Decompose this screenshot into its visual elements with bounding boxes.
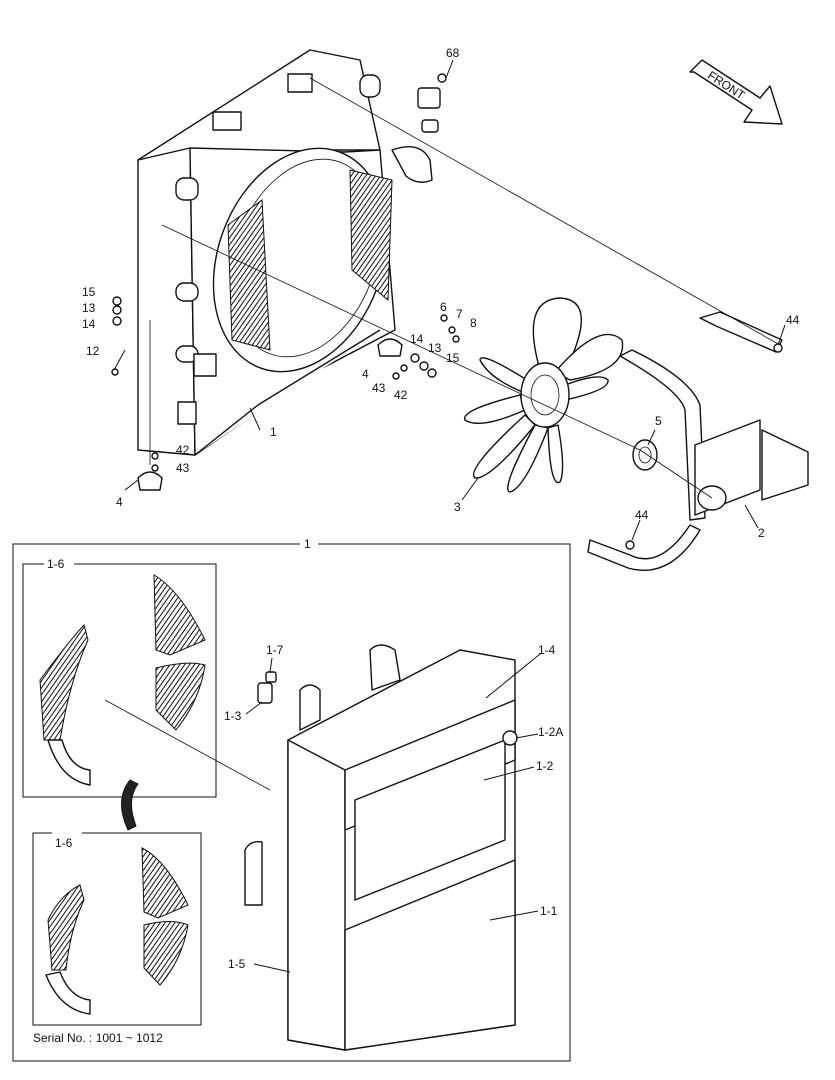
callout-3: 3 [454, 500, 461, 514]
callout-13-right: 13 [428, 341, 442, 355]
callout-1-1: 1-1 [540, 904, 558, 918]
callout-8: 8 [470, 316, 477, 330]
detail-box: 1 [12, 536, 571, 1062]
upper-hose [391, 73, 447, 183]
callout-44-top: 44 [786, 313, 800, 327]
callout-1-4: 1-4 [538, 643, 556, 657]
assembly-axis-lines [149, 77, 781, 499]
detail-callout-leaders [245, 653, 541, 973]
inset-bottom-title: 1-6 [55, 836, 73, 850]
callout-44-bottom: 44 [635, 508, 649, 522]
callout-7: 7 [456, 307, 463, 321]
callout-1-2A: 1-2A [538, 725, 563, 739]
callout-4-right: 4 [362, 367, 369, 381]
callout-15-left: 15 [82, 285, 96, 299]
callout-42-left: 42 [176, 443, 190, 457]
mount-isolator-left [137, 471, 163, 491]
callout-1-2: 1-2 [536, 759, 554, 773]
callout-12: 12 [86, 344, 100, 358]
callout-14-left: 14 [82, 317, 96, 331]
mount-isolator-right [377, 338, 403, 357]
front-direction-arrow: FRONT [689, 59, 783, 125]
inset-bottom: 1-6 [32, 825, 202, 1026]
callout-42-right: 42 [394, 388, 408, 402]
callout-43-left: 43 [176, 461, 190, 475]
serial-number-note: Serial No. : 1001 ~ 1012 [33, 1031, 163, 1045]
callout-2: 2 [758, 526, 765, 540]
inset-top-title: 1-6 [47, 557, 65, 571]
callout-1-7: 1-7 [266, 643, 284, 657]
radiator-assembly [137, 49, 396, 456]
callout-1: 1 [270, 425, 277, 439]
callout-1-3: 1-3 [224, 709, 242, 723]
callout-6: 6 [440, 300, 447, 314]
callout-5: 5 [655, 414, 662, 428]
hardware-items [111, 296, 783, 550]
callout-15-right: 15 [446, 351, 460, 365]
fan-guard-frame [587, 311, 809, 572]
fan-spacer [632, 439, 658, 471]
callout-1-5: 1-5 [228, 957, 246, 971]
callout-43-right: 43 [372, 381, 386, 395]
detail-title: 1 [304, 537, 311, 551]
callout-14-right: 14 [410, 332, 424, 346]
callout-13-left: 13 [82, 301, 96, 315]
inset-transition-arrow [121, 779, 139, 831]
callout-leaders [113, 59, 786, 541]
radiator-core-assembly [244, 644, 518, 1051]
inset-top: 1-6 [22, 556, 271, 798]
callout-4-left: 4 [116, 495, 123, 509]
callout-68: 68 [446, 46, 460, 60]
cooling-fan [463, 297, 624, 493]
